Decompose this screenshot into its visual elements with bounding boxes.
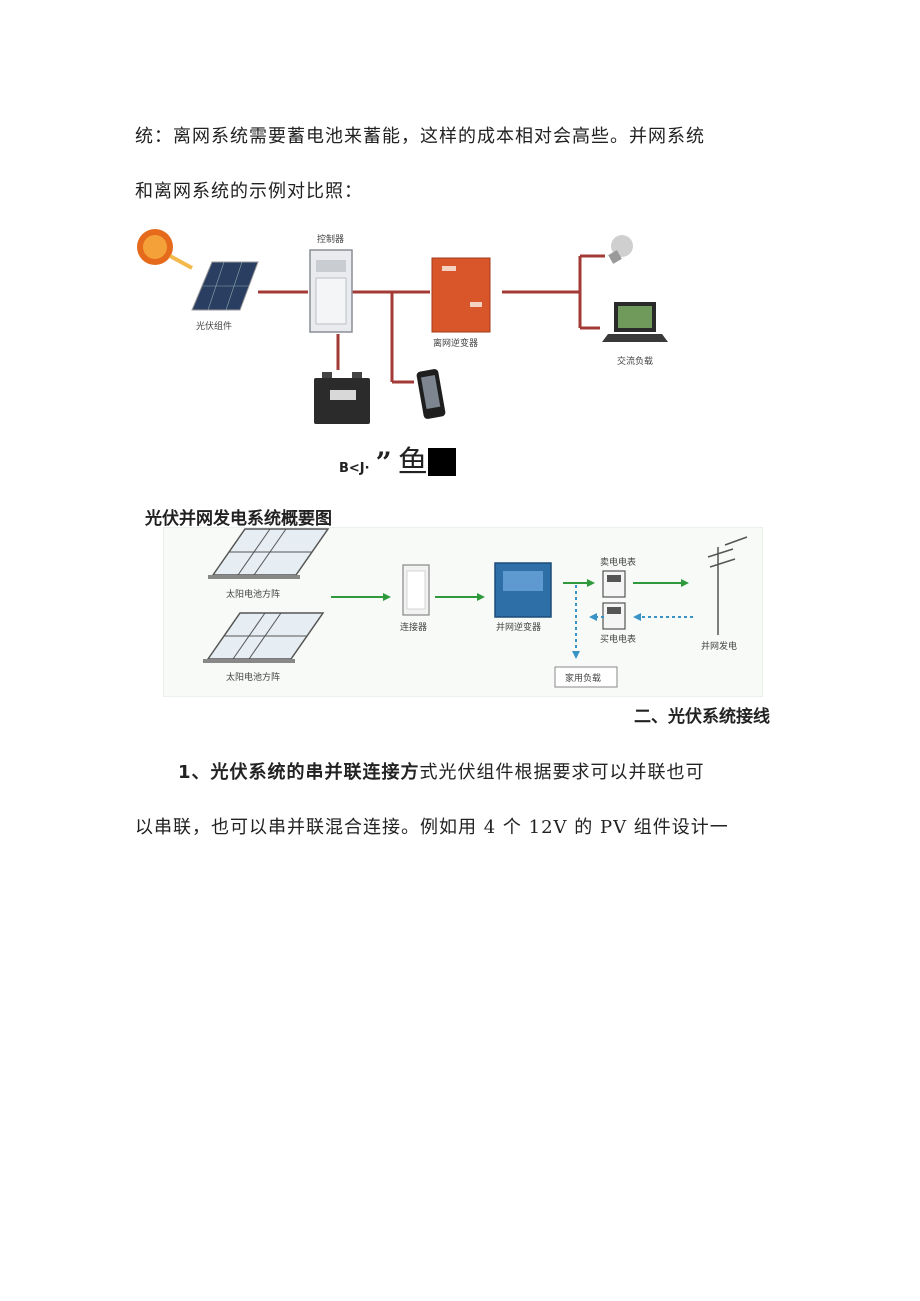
home-load-box (554, 666, 618, 688)
caption-char: 鱼 (397, 445, 428, 480)
caption-quote: ” (375, 446, 392, 479)
section-heading: 二、光伏系统接线 (634, 707, 770, 727)
wiring (258, 254, 605, 384)
grid-inverter-icon (494, 562, 552, 618)
pv-module-label: 光伏组件 (196, 320, 232, 332)
bold-lead-text: 1、光伏系统的串并联连接方 (178, 762, 420, 783)
arrow-green (435, 593, 485, 601)
arrow-blue-dashed (572, 585, 693, 659)
solar-panel-icon (191, 261, 259, 311)
arrow-green (633, 579, 689, 587)
combiner-label: 连接器 (400, 621, 427, 633)
meter-icon (602, 570, 626, 598)
offgrid-inverter-icon (431, 257, 491, 333)
controller-cabinet-icon (309, 249, 353, 333)
meter-icon (602, 602, 626, 630)
ac-load-label: 交流负载 (617, 355, 653, 367)
caption-text: B<J· (339, 461, 370, 476)
buy-meter-label: 买电电表 (600, 633, 636, 645)
grid-power-label: 并网发电 (701, 640, 737, 652)
battery-icon (314, 372, 370, 424)
paragraph-line: 统：离网系统需要蓄电池来蓄能，这样的成本相对会高些。并网系统 (135, 126, 705, 147)
light-bulb-icon (608, 235, 633, 264)
phone-icon (416, 369, 446, 419)
grid-inverter-label: 并网逆变器 (496, 621, 541, 633)
combiner-box-icon (402, 564, 430, 616)
laptop-icon (602, 302, 668, 342)
sun-icon (137, 229, 193, 270)
solar-array-icon (203, 612, 325, 663)
controller-label: 控制器 (317, 233, 344, 245)
home-load-label: 家用负载 (565, 672, 601, 684)
paragraph-text: 式光伏组件根据要求可以并联也可 (419, 762, 705, 783)
arrow-green (331, 593, 391, 601)
solar-array-icon (208, 528, 330, 579)
sell-meter-label: 卖电电表 (600, 556, 636, 568)
paragraph-line: 和离网系统的示例对比照： (135, 181, 363, 202)
solar-array-label: 太阳电池方阵 (226, 588, 280, 600)
black-square (427, 448, 456, 476)
offgrid-system-figure: 光伏组件 控制器 离网逆变器 交流负载 (137, 229, 668, 424)
utility-pole-icon (707, 536, 748, 635)
offgrid-inverter-label: 离网逆变器 (433, 337, 478, 349)
arrow-green (563, 579, 595, 587)
grid-tied-system-figure: 太阳电池方阵 太阳电池方阵 连接器 并网逆变器 卖电电表 (163, 527, 763, 697)
figure2-title: 光伏并网发电系统概要图 (145, 509, 332, 529)
figure-caption: B<J· ”鱼 (339, 437, 456, 481)
paragraph-line: 以串联，也可以串并联混合连接。例如用 4 个 12V 的 PV 组件设计一 (135, 817, 729, 838)
paragraph-line: 1、光伏系统的串并联连接方式光伏组件根据要求可以并联也可 (178, 758, 705, 784)
solar-array-label: 太阳电池方阵 (226, 671, 280, 683)
